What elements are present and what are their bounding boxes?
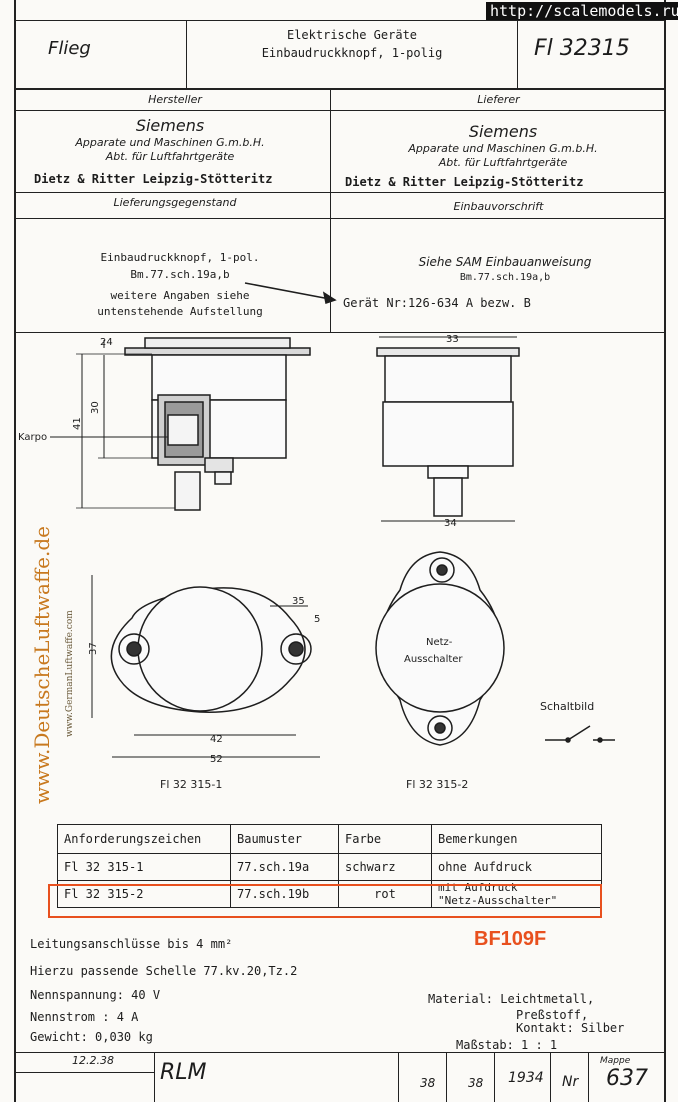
footer-div-5 [550, 1052, 551, 1102]
manufacturer-sub1: Apparate und Maschinen G.m.b.H. [75, 136, 265, 149]
front-view [376, 347, 520, 517]
header-left-label: Flieg [48, 38, 91, 59]
footer-date: 12.2.38 [72, 1054, 114, 1067]
frame-left [14, 0, 16, 1102]
label-karpo: Karpo [18, 432, 47, 443]
supplier-heading: Lieferer [477, 93, 520, 106]
installation-line2: Bm.77.sch.19a,b [459, 272, 551, 283]
material-line3: Kontakt: Silber [516, 1021, 625, 1035]
delivery-line3: weitere Angaben siehe [110, 289, 250, 302]
installation-line1: Siehe SAM Einbauanweisung [418, 255, 592, 269]
arrow-leader [244, 282, 336, 301]
footer-year: 1934 [508, 1070, 544, 1086]
spec-line4: Nennstrom : 4 A [30, 1010, 139, 1024]
header-divider-2 [517, 20, 518, 88]
dim-41: 41 [72, 417, 83, 430]
table-header-row: Anforderungszeichen Baumuster Farbe Beme… [57, 824, 602, 854]
footer-mappe-label: Mappe [600, 1056, 631, 1066]
table-cell: Fl 32 315-1 [57, 853, 231, 881]
col-header: Bemerkungen [431, 824, 602, 854]
dim-35: 35 [292, 596, 305, 607]
footer-div-4 [494, 1052, 495, 1102]
material-line1: Material: Leichtmetall, [428, 992, 595, 1006]
supplier-city: Dietz & Ritter Leipzig-Stötteritz [345, 175, 584, 189]
flange-view-1 [110, 586, 312, 713]
dim-37: 37 [88, 642, 99, 655]
supplier-sub1: Apparate und Maschinen G.m.b.H. [408, 142, 598, 155]
col-header: Anforderungszeichen [57, 824, 231, 854]
table-cell: ohne Aufdruck [431, 853, 602, 881]
dim-34: 34 [444, 518, 457, 529]
col-header: Baumuster [230, 824, 339, 854]
dim-42: 42 [210, 734, 223, 745]
footer-div-6 [588, 1052, 589, 1102]
table-cell: schwarz [338, 853, 432, 881]
annotation-label: BF109F [474, 928, 547, 950]
delivery-heading: Lieferungsgegenstand [113, 196, 237, 209]
arrow-head [322, 291, 337, 304]
dim-5: 5 [314, 614, 320, 625]
footer-div-3 [446, 1052, 447, 1102]
heading-rule [14, 110, 666, 111]
supplier-name: Siemens [468, 122, 538, 141]
material-line2: Preßstoff, [516, 1008, 589, 1022]
col-header: Farbe [338, 824, 432, 854]
footer-div-2 [398, 1052, 399, 1102]
dim-24: 24 [100, 337, 113, 348]
manufacturer-name: Siemens [135, 116, 205, 135]
footer-mappe: 637 [606, 1066, 648, 1091]
header-top-rule [14, 20, 666, 21]
table-row: Fl 32 315-1 77.sch.19a schwarz ohne Aufd… [57, 853, 602, 881]
flange-view-2 [375, 551, 505, 746]
delivery-heading-rule [14, 218, 666, 219]
caption-2: Fl 32 315-2 [406, 778, 468, 791]
delivery-line4: untenstehende Aufstellung [97, 305, 263, 318]
installation-line3: Gerät Nr:126-634 A bezw. B [343, 296, 531, 310]
footer-mid-rule [14, 1072, 154, 1073]
frame-right [664, 0, 666, 1102]
delivery-line2: Bm.77.sch.19a,b [130, 268, 230, 281]
spec-line2: Hierzu passende Schelle 77.kv.20,Tz.2 [30, 964, 298, 978]
manufacturer-city: Dietz & Ritter Leipzig-Stötteritz [34, 172, 273, 186]
spec-line5: Gewicht: 0,030 kg [30, 1030, 153, 1044]
header-title-line1: Elektrische Geräte [286, 28, 418, 42]
delivery-line1: Einbaudruckknopf, 1-pol. [100, 251, 260, 264]
header-doc-number: Fl 32315 [534, 36, 630, 61]
side-section-view [124, 337, 311, 511]
delivery-rule [14, 192, 666, 193]
dim-52: 52 [210, 754, 223, 765]
manufacturer-heading: Hersteller [148, 93, 202, 106]
spec-line1: Leitungsanschlüsse bis 4 mm² [30, 937, 233, 951]
caption-1: Fl 32 315-1 [160, 778, 222, 791]
highlight-box [48, 884, 602, 918]
dim-30: 30 [90, 401, 101, 414]
header-title-line2: Einbaudruckknopf, 1-polig [261, 46, 443, 60]
schaltbild-label: Schaltbild [540, 700, 594, 713]
material-scale: Maßstab: 1 : 1 [456, 1038, 558, 1052]
spec-line3: Nennspannung: 40 V [30, 988, 161, 1002]
footer-rlm: RLM [160, 1060, 207, 1085]
supplier-sub2: Abt. für Luftfahrtgeräte [438, 156, 568, 169]
header-divider-1 [186, 20, 187, 88]
installation-heading: Einbauvorschrift [453, 200, 544, 213]
netz-label-2: Ausschalter [404, 654, 463, 665]
footer-nr-label: Nr [562, 1074, 579, 1090]
dim-33: 33 [446, 334, 459, 345]
netz-label-1: Netz- [426, 637, 453, 648]
table-cell: 77.sch.19a [230, 853, 339, 881]
mid-divider [330, 90, 331, 332]
footer-n2: 38 [468, 1076, 484, 1090]
manufacturer-sub2: Abt. für Luftfahrtgeräte [105, 150, 235, 163]
header-bottom-rule [14, 88, 666, 90]
switch-schematic [545, 725, 615, 743]
footer-top-rule [14, 1052, 666, 1053]
footer-n1: 38 [420, 1076, 436, 1090]
footer-div-1 [154, 1052, 155, 1102]
watermark-url: http://scalemodels.ru [486, 2, 678, 20]
section-bottom-rule [14, 332, 666, 333]
